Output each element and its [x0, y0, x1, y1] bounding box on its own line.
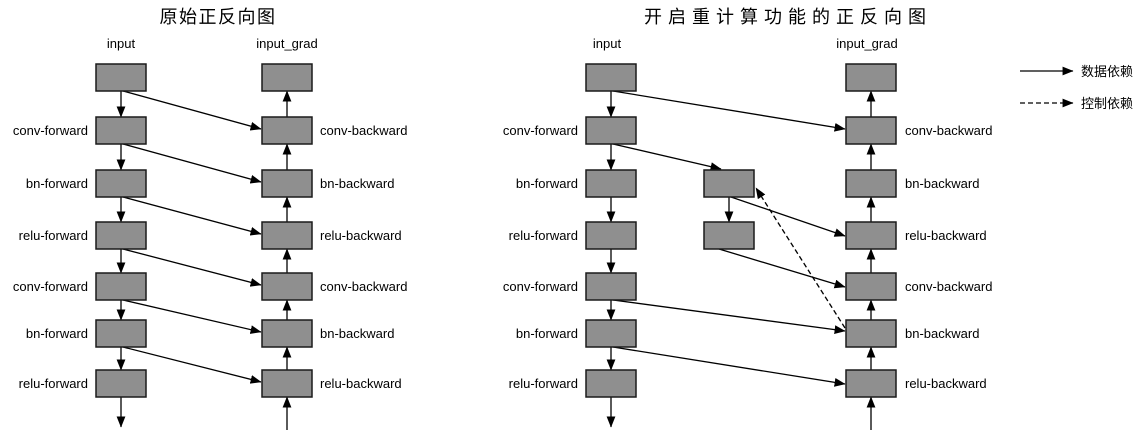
column-header: input	[107, 36, 136, 51]
node-conv-backward-2	[261, 272, 313, 301]
row-label-bn-backward: bn-backward	[320, 326, 394, 341]
row-label-relu-backward: relu-backward	[320, 376, 402, 391]
column-header: input_grad	[256, 36, 317, 51]
node-input-node	[95, 63, 147, 92]
data-dependency-arrow	[122, 196, 262, 236]
row-label-bn-backward: bn-backward	[905, 326, 979, 341]
row-label-conv-forward: conv-forward	[13, 279, 88, 294]
row-label-bn-forward: bn-forward	[26, 176, 88, 191]
row-label-relu-forward: relu-forward	[509, 376, 578, 391]
data-dependency-arrow	[612, 346, 846, 387]
node-bn-forward-1	[95, 169, 147, 198]
node-conv-forward-2	[95, 272, 147, 301]
row-label-bn-forward: bn-forward	[516, 326, 578, 341]
row-label-conv-forward: conv-forward	[503, 279, 578, 294]
node-relu-forward-2	[585, 369, 637, 398]
row-label-relu-forward: relu-forward	[19, 228, 88, 243]
node-bn-forward-2	[95, 319, 147, 348]
data-dependency-arrow	[122, 346, 262, 384]
row-label-bn-backward: bn-backward	[905, 176, 979, 191]
node-recompute-bn-forward	[703, 169, 755, 198]
row-label-relu-backward: relu-backward	[905, 228, 987, 243]
node-input-grad-node	[261, 63, 313, 92]
row-label-conv-backward: conv-backward	[905, 279, 992, 294]
data-dependency-arrow	[718, 248, 846, 289]
data-dependency-arrow	[122, 90, 262, 131]
node-bn-forward-1	[585, 169, 637, 198]
row-label-conv-backward: conv-backward	[320, 123, 407, 138]
node-relu-forward-2	[95, 369, 147, 398]
row-label-relu-forward: relu-forward	[509, 228, 578, 243]
node-conv-backward-1	[261, 116, 313, 145]
control-dependency-arrow	[755, 187, 846, 329]
node-bn-backward-1	[845, 169, 897, 198]
diagram-title: 原始正反向图	[160, 7, 277, 27]
node-bn-backward-2	[845, 319, 897, 348]
node-conv-forward-1	[95, 116, 147, 145]
node-relu-backward-1	[261, 221, 313, 250]
node-conv-forward-2	[585, 272, 637, 301]
node-relu-backward-2	[261, 369, 313, 398]
data-dependency-arrow	[612, 299, 846, 334]
row-label-conv-backward: conv-backward	[905, 123, 992, 138]
row-label-bn-backward: bn-backward	[320, 176, 394, 191]
data-dependency-arrow	[122, 248, 262, 287]
data-dependency-arrow	[612, 90, 846, 132]
data-dependency-arrow	[612, 143, 722, 171]
node-bn-forward-2	[585, 319, 637, 348]
row-label-bn-forward: bn-forward	[26, 326, 88, 341]
data-dependency-arrow	[122, 299, 262, 334]
row-label-relu-backward: relu-backward	[320, 228, 402, 243]
row-label-conv-forward: conv-forward	[13, 123, 88, 138]
node-conv-forward-1	[585, 116, 637, 145]
node-bn-backward-1	[261, 169, 313, 198]
column-header: input	[593, 36, 622, 51]
node-input-node	[585, 63, 637, 92]
legend-label: 控制依赖	[1081, 96, 1133, 111]
row-label-bn-forward: bn-forward	[516, 176, 578, 191]
row-label-relu-backward: relu-backward	[905, 376, 987, 391]
data-dependency-arrow	[730, 196, 846, 237]
node-relu-backward-2	[845, 369, 897, 398]
legend-label: 数据依赖	[1081, 64, 1133, 79]
diagram-title: 开启重计算功能的正反向图	[644, 7, 932, 27]
node-relu-forward-1	[585, 221, 637, 250]
node-recompute-relu-forward	[703, 221, 755, 250]
row-label-conv-backward: conv-backward	[320, 279, 407, 294]
column-header: input_grad	[836, 36, 897, 51]
node-input-grad-node	[845, 63, 897, 92]
row-label-conv-forward: conv-forward	[503, 123, 578, 138]
node-conv-backward-1	[845, 116, 897, 145]
node-bn-backward-2	[261, 319, 313, 348]
data-dependency-arrow	[122, 143, 262, 184]
node-relu-forward-1	[95, 221, 147, 250]
node-relu-backward-1	[845, 221, 897, 250]
row-label-relu-forward: relu-forward	[19, 376, 88, 391]
node-conv-backward-2	[845, 272, 897, 301]
